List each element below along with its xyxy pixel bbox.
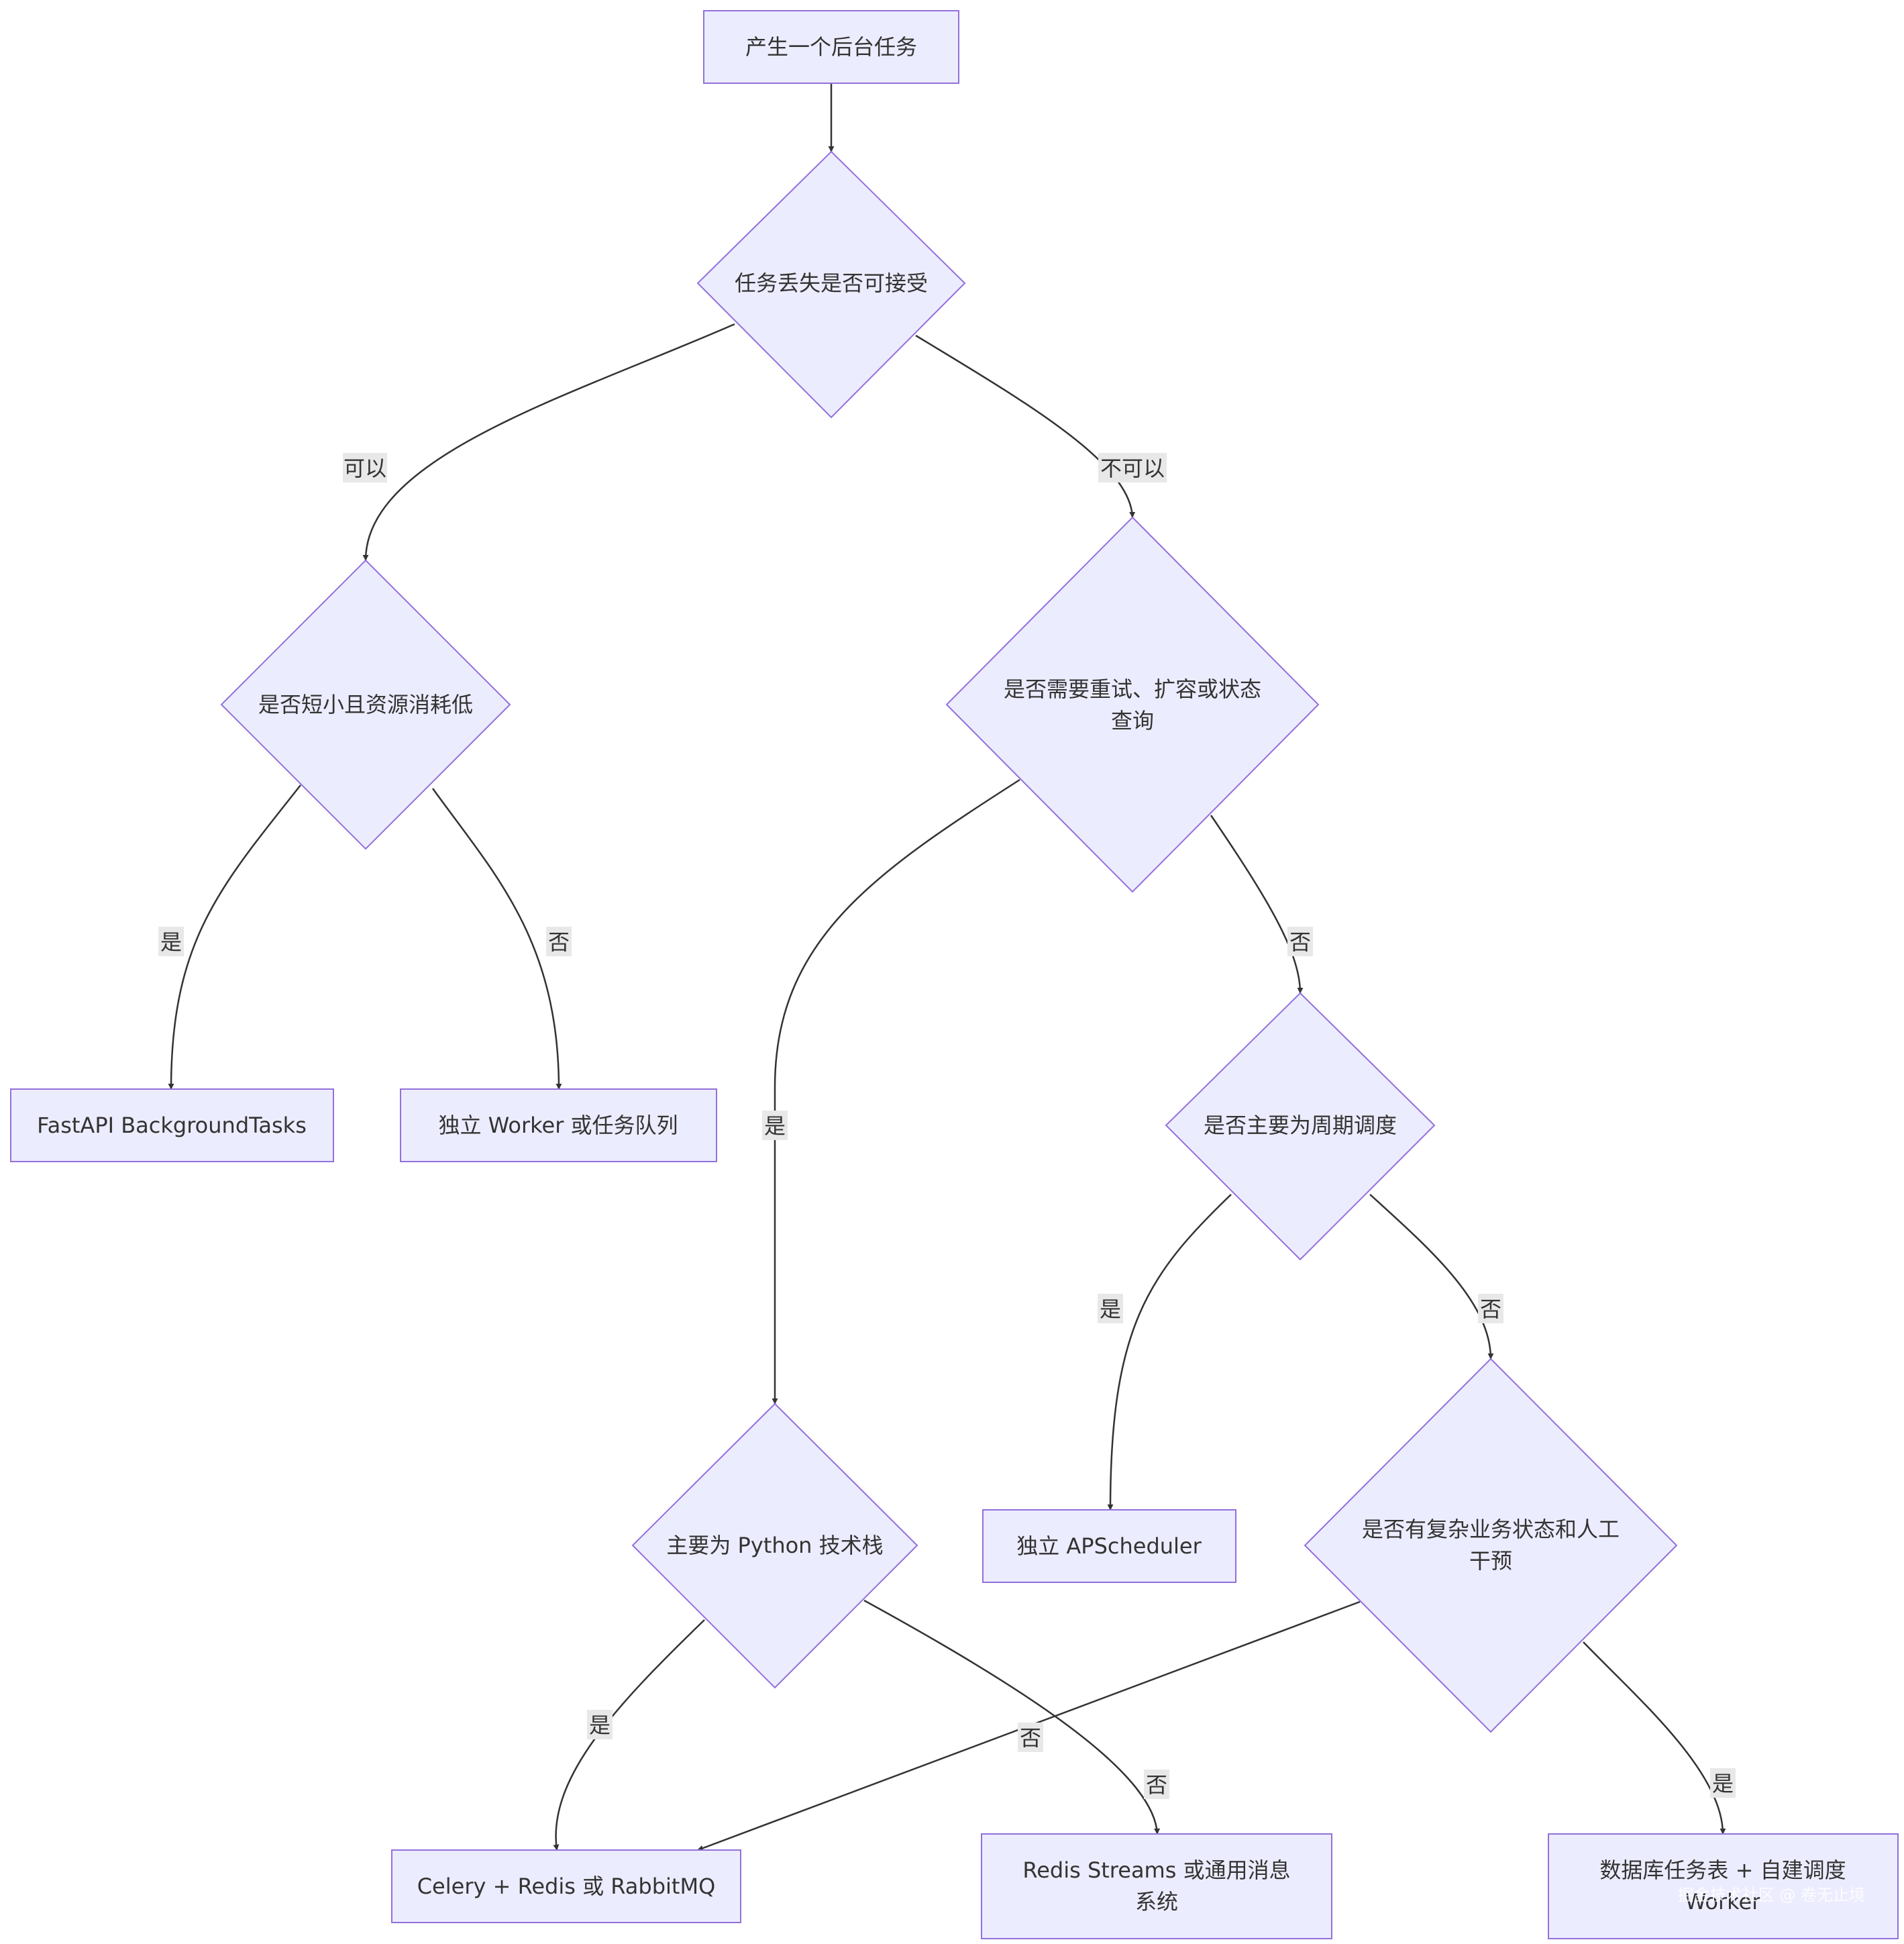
node-standalone-worker-or-queue[interactable]: 独立 Worker 或任务队列	[400, 1088, 717, 1162]
svg-text:否: 否	[1289, 929, 1311, 955]
svg-text:FastAPI BackgroundTasks: FastAPI BackgroundTasks	[37, 1113, 307, 1138]
decision-task-loss-acceptable[interactable]: 任务丢失是否可接受	[696, 150, 966, 419]
process-nodes: 产生一个后台任务 FastAPI BackgroundTasks 独立 Work…	[10, 10, 1899, 1939]
edge-loss-to-retry	[915, 334, 1136, 518]
svg-text:主要为 Python 技术栈: 主要为 Python 技术栈	[666, 1533, 883, 1558]
decision-python-stack[interactable]: 主要为 Python 技术栈	[631, 1402, 918, 1689]
svg-text:是否主要为周期调度: 是否主要为周期调度	[1204, 1113, 1397, 1138]
svg-text:产生一个后台任务: 产生一个后台任务	[745, 34, 917, 60]
edge-loss-to-short	[362, 323, 735, 561]
edge-label-python-yes: 是	[587, 1710, 613, 1739]
edge-python-to-celery	[553, 1619, 705, 1851]
edge-complex-to-db	[1583, 1641, 1726, 1835]
edge-python-to-redis	[863, 1599, 1161, 1835]
edge-label-short-no: 否	[546, 927, 572, 956]
edge-label-python-no: 否	[1144, 1770, 1169, 1799]
svg-text:任务丢失是否可接受: 任务丢失是否可接受	[735, 270, 928, 296]
svg-text:是: 是	[160, 929, 182, 955]
decision-nodes: 任务丢失是否可接受 是否短小且资源消耗低 是否需要重试、扩容或状态 查询 是否主…	[220, 150, 1678, 1733]
node-redis-streams-message-system[interactable]: Redis Streams 或通用消息 系统	[981, 1833, 1332, 1939]
edge-label-complex-no: 否	[1018, 1723, 1043, 1752]
svg-text:否: 否	[1480, 1296, 1501, 1322]
svg-text:是否短小且资源消耗低: 是否短小且资源消耗低	[258, 692, 473, 717]
svg-text:Worker: Worker	[1685, 1889, 1762, 1914]
svg-text:Redis Streams 或通用消息: Redis Streams 或通用消息	[1022, 1857, 1290, 1883]
svg-text:不可以: 不可以	[1100, 456, 1165, 481]
edge-short-to-worker	[431, 788, 562, 1090]
edge-retry-to-python	[772, 778, 1020, 1404]
svg-text:否: 否	[1020, 1725, 1041, 1751]
edge-label-periodic-no: 否	[1478, 1294, 1503, 1323]
svg-text:可以: 可以	[343, 456, 386, 481]
edge-label-loss-no: 不可以	[1098, 453, 1167, 482]
decision-short-low-resource[interactable]: 是否短小且资源消耗低	[220, 559, 511, 850]
edge-retry-to-periodic	[1210, 815, 1304, 994]
decision-complex-business-state[interactable]: 是否有复杂业务状态和人工 干预	[1304, 1358, 1678, 1733]
svg-text:数据库任务表 + 自建调度: 数据库任务表 + 自建调度	[1599, 1857, 1846, 1883]
svg-text:是否有复杂业务状态和人工: 是否有复杂业务状态和人工	[1362, 1517, 1620, 1542]
svg-text:是: 是	[1712, 1771, 1734, 1796]
svg-text:独立 APScheduler: 独立 APScheduler	[1016, 1533, 1202, 1559]
edge-periodic-to-complex	[1369, 1194, 1494, 1360]
edge-labels: 可以 不可以 是 否 是 否 是 否	[158, 453, 1736, 1799]
svg-text:是: 是	[589, 1712, 611, 1738]
svg-text:干预: 干预	[1469, 1548, 1512, 1574]
svg-text:否: 否	[1146, 1772, 1167, 1798]
edge-label-retry-yes: 是	[762, 1111, 788, 1140]
node-celery-redis-rabbitmq[interactable]: Celery + Redis 或 RabbitMQ	[391, 1849, 741, 1923]
svg-text:否: 否	[548, 929, 570, 955]
node-fastapi-background-tasks[interactable]: FastAPI BackgroundTasks	[10, 1088, 334, 1162]
decision-need-retry-scale-status[interactable]: 是否需要重试、扩容或状态 查询	[945, 516, 1320, 893]
svg-text:是: 是	[1100, 1296, 1121, 1322]
edge-complex-to-celery	[697, 1600, 1361, 1851]
svg-text:独立 Worker 或任务队列: 独立 Worker 或任务队列	[438, 1113, 678, 1138]
edge-label-short-yes: 是	[158, 927, 184, 956]
edge-label-loss-yes: 可以	[343, 453, 387, 482]
decision-mainly-periodic[interactable]: 是否主要为周期调度	[1165, 992, 1436, 1261]
svg-text:查询: 查询	[1111, 708, 1154, 733]
edge-label-periodic-yes: 是	[1098, 1294, 1123, 1323]
svg-text:Celery + Redis 或 RabbitMQ: Celery + Redis 或 RabbitMQ	[417, 1874, 716, 1899]
node-create-background-task[interactable]: 产生一个后台任务	[703, 10, 959, 84]
svg-text:是否需要重试、扩容或状态: 是否需要重试、扩容或状态	[1004, 676, 1261, 702]
node-db-task-table-custom-worker[interactable]: 数据库任务表 + 自建调度 Worker	[1548, 1833, 1899, 1939]
svg-text:系统: 系统	[1135, 1889, 1178, 1914]
edge-periodic-to-apscheduler	[1107, 1194, 1232, 1511]
edges	[168, 83, 1726, 1851]
edge-label-retry-no: 否	[1287, 927, 1313, 956]
svg-text:是: 是	[764, 1113, 786, 1139]
edge-label-complex-yes: 是	[1710, 1768, 1736, 1798]
node-standalone-apscheduler[interactable]: 独立 APScheduler	[982, 1509, 1236, 1583]
edge-short-to-fastapi	[168, 784, 301, 1090]
watermark: 掘金技术社区 @ 卷无止境	[1678, 1886, 1865, 1904]
